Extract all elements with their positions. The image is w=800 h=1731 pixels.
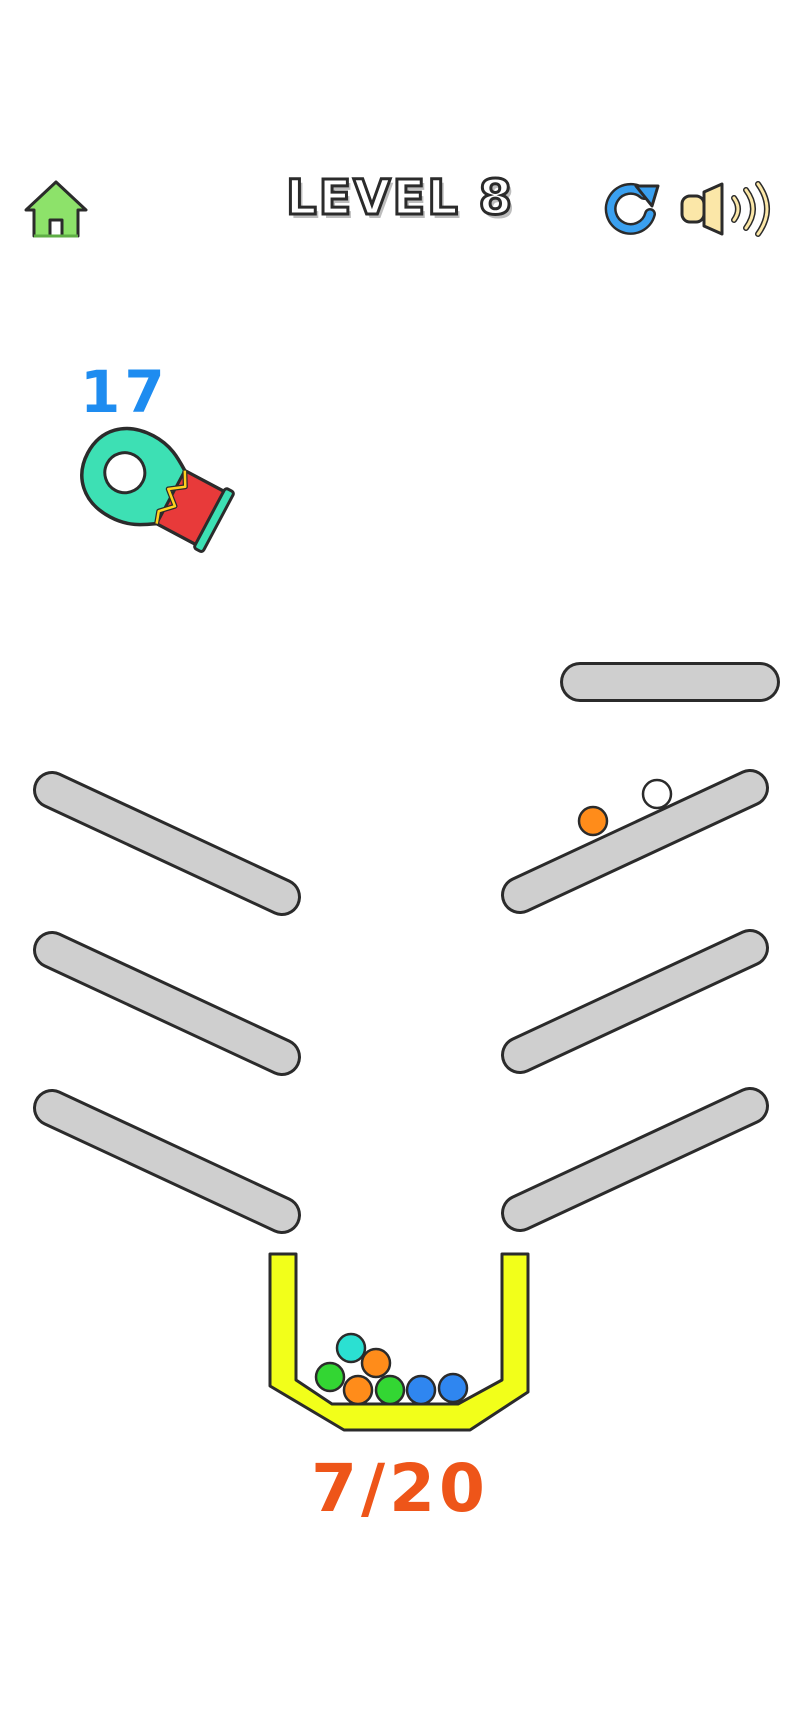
ball-green [374, 1374, 406, 1406]
ramp-right-1 [501, 769, 769, 914]
ramp-right-3 [501, 1087, 769, 1232]
ball-orange [342, 1374, 374, 1406]
level-title: LEVEL 8 [284, 169, 514, 228]
sound-on-icon[interactable] [678, 178, 778, 240]
ball-cyan [335, 1332, 367, 1364]
ball-cannon-icon[interactable] [70, 420, 240, 560]
restart-icon[interactable] [600, 180, 662, 236]
ball-orange [360, 1347, 392, 1379]
collection-bucket [268, 1252, 530, 1432]
ball-white [641, 778, 673, 810]
balls-collected-progress: 7/20 [311, 1450, 489, 1527]
ball-orange [577, 805, 609, 837]
top-hud: LEVEL 8 [0, 0, 800, 260]
ball-green [314, 1361, 346, 1393]
home-icon[interactable] [22, 176, 90, 240]
ramp-left-3 [33, 1089, 301, 1234]
ramp-left-1 [33, 771, 301, 916]
ramp-left-2 [33, 931, 301, 1076]
ball-blue [437, 1372, 469, 1404]
shots-remaining: 17 [80, 358, 169, 426]
ball-blue [405, 1374, 437, 1406]
ramp-right-2 [501, 929, 769, 1074]
